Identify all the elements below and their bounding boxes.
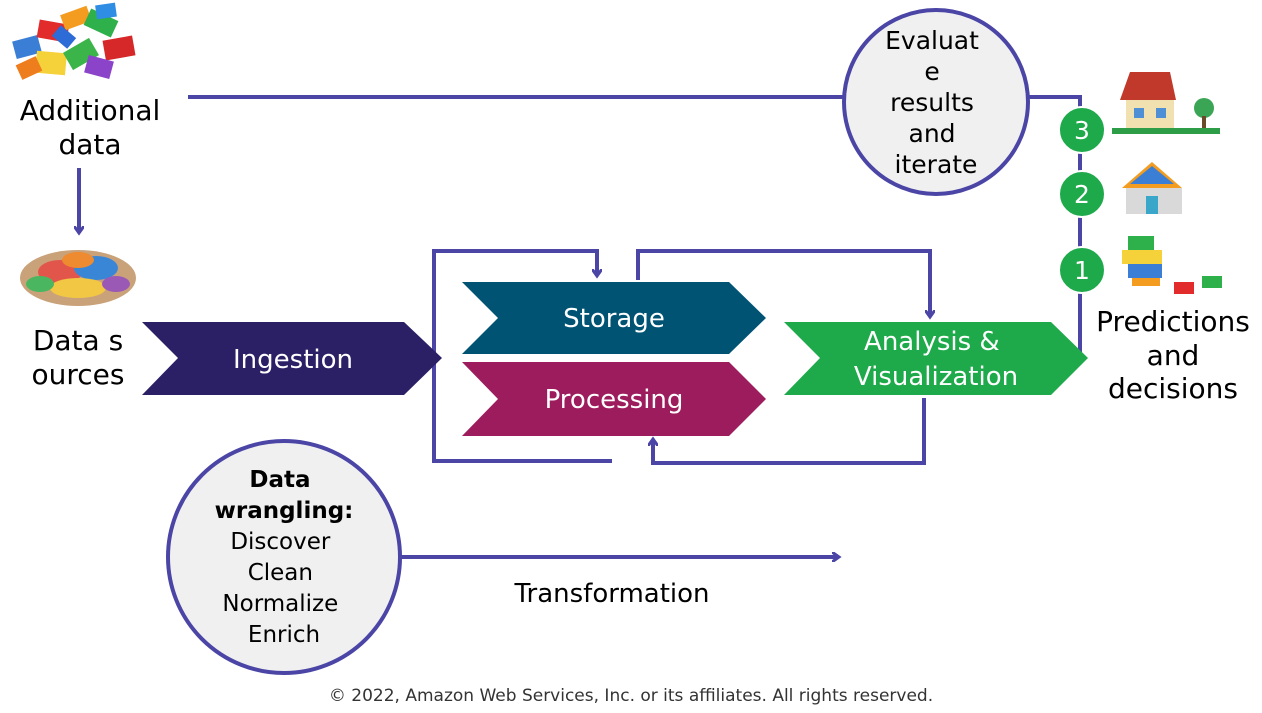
- lego-house-image: [1112, 72, 1220, 134]
- lego-pile-image: [20, 250, 136, 306]
- wrangling-step-normalize: Normalize: [222, 591, 338, 617]
- step-2-label: 2: [1074, 180, 1090, 209]
- lego-bricks-image: [12, 2, 136, 80]
- analysis-label-line-1: Analysis &: [864, 327, 1000, 357]
- predictions-label: Predictions and decisions: [1096, 305, 1250, 406]
- loop-into-storage: [432, 249, 612, 463]
- additional-data-label: Additional data: [19, 94, 161, 161]
- storage-label: Storage: [563, 304, 665, 334]
- processing-label: Processing: [545, 385, 684, 415]
- step-2-badge: [1058, 170, 1106, 218]
- lego-small-build-image: [1122, 236, 1222, 294]
- copyright-footer: © 2022, Amazon Web Services, Inc. or its…: [328, 686, 934, 706]
- wrangling-title-line-1: Data: [249, 467, 310, 493]
- transformation-label: Transformation: [513, 579, 709, 609]
- evaluate-line-4: and: [909, 119, 956, 148]
- evaluate-line-3: results: [890, 88, 974, 117]
- step-3-badge: [1058, 106, 1106, 154]
- analysis-label-line-2: Visualization: [854, 362, 1018, 392]
- step-1-label: 1: [1074, 256, 1090, 285]
- storage-stage: [462, 282, 766, 354]
- evaluate-line-1: Evaluat: [885, 26, 979, 55]
- step-3-label: 3: [1074, 116, 1090, 145]
- evaluate-label: Evaluat e results and iterate: [885, 26, 987, 179]
- wrangling-title: Data wrangling:: [215, 467, 354, 524]
- analysis-stage: [784, 322, 1088, 395]
- ingestion-label: Ingestion: [233, 345, 353, 375]
- data-sources-label: Data sources: [31, 324, 125, 391]
- processing-stage: [462, 362, 766, 436]
- loop-analysis-to-processing: [653, 398, 926, 465]
- step-1-badge: [1058, 246, 1106, 294]
- evaluate-line-5: iterate: [895, 150, 978, 179]
- evaluate-line-2: e: [924, 57, 939, 86]
- wrangling-title-line-2: wrangling:: [215, 498, 354, 524]
- analysis-label: Analysis & Visualization: [854, 327, 1018, 392]
- wrangling-step-enrich: Enrich: [248, 622, 320, 648]
- wrangling-step-clean: Clean: [248, 560, 313, 586]
- lego-small-house-image: [1122, 162, 1182, 214]
- loop-storage-to-analysis: [636, 249, 930, 316]
- ingestion-stage: [142, 322, 442, 395]
- wrangling-steps: Discover Clean Normalize Enrich: [222, 529, 345, 648]
- evaluate-circle: [842, 8, 1030, 196]
- wrangling-circle: [166, 439, 402, 675]
- wrangling-step-discover: Discover: [230, 529, 331, 555]
